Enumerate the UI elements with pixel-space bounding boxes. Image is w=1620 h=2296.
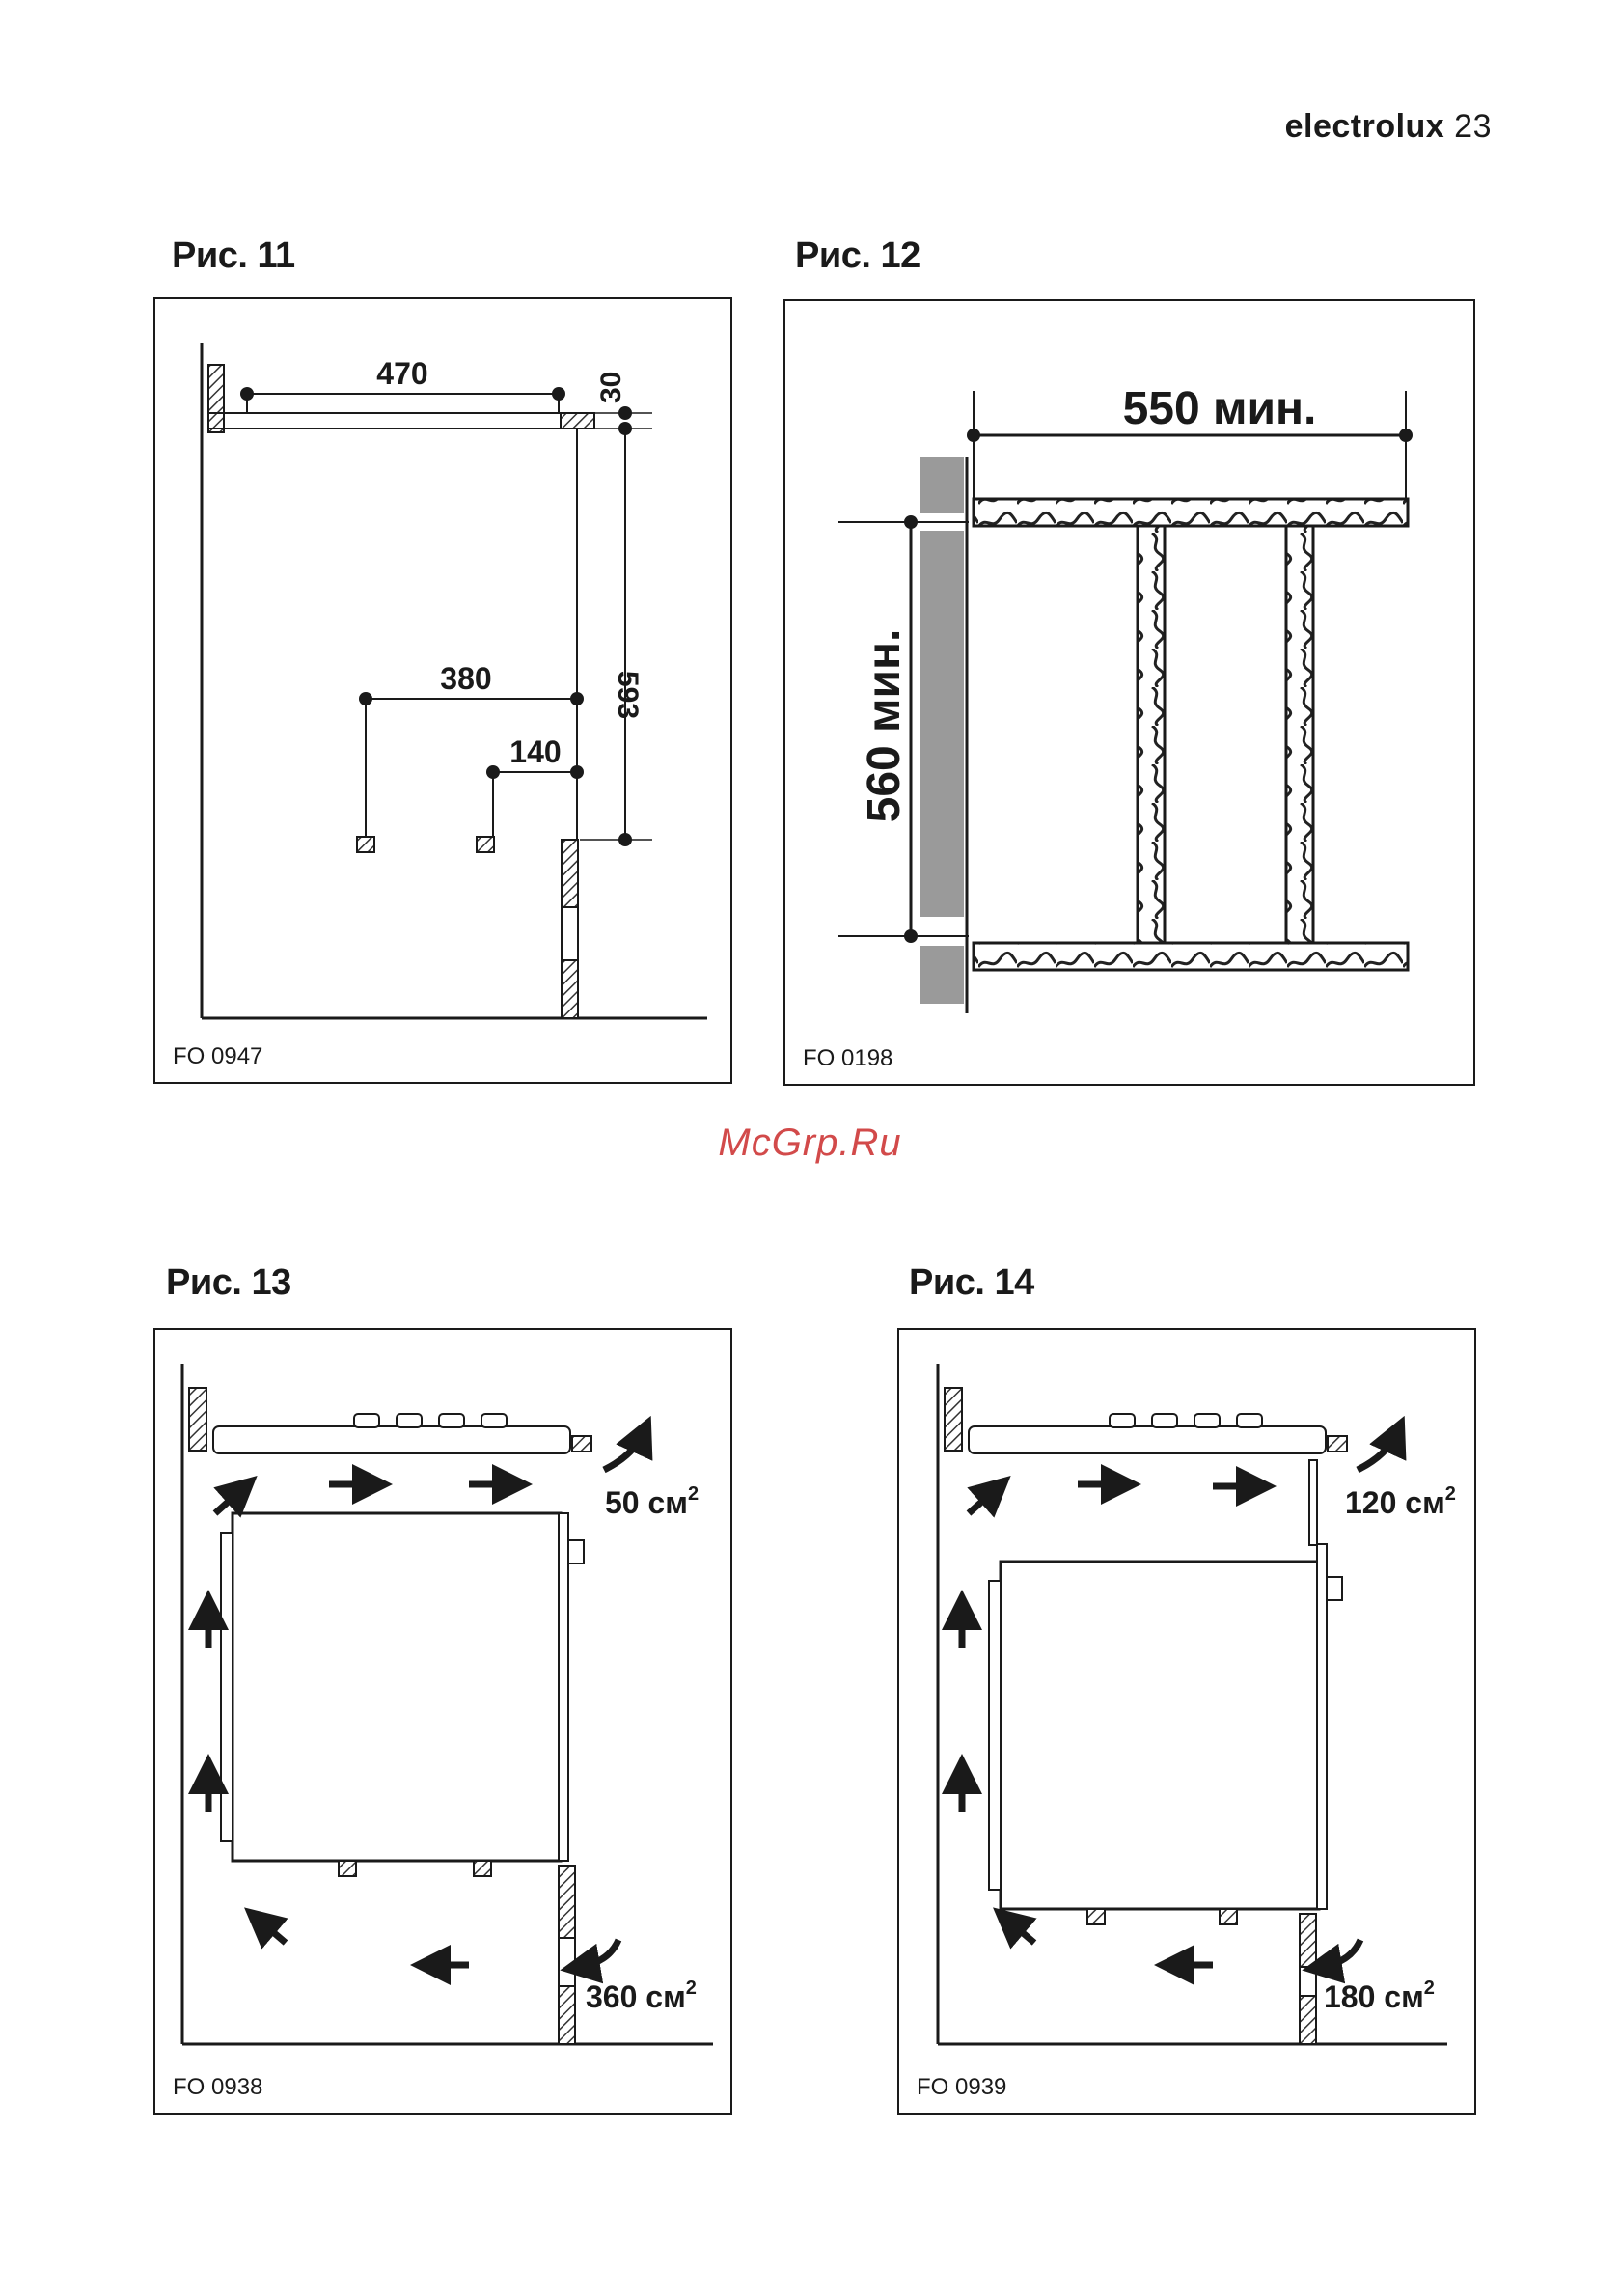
- wall-segment: [920, 946, 964, 1004]
- brand-name: electrolux: [1285, 108, 1445, 145]
- figure-13-title: Рис. 13: [166, 1262, 291, 1304]
- oven: [1001, 1562, 1319, 1909]
- watermark: McGrp.Ru: [0, 1121, 1620, 1165]
- vent-top-label: 120 см2: [1345, 1483, 1456, 1520]
- vent-bottom-label: 180 см2: [1324, 1978, 1435, 2014]
- dim-380-label: 380: [440, 661, 491, 696]
- figure-14-panel: 120 см2 180 см2 FO 0939: [897, 1328, 1476, 2115]
- wall-segment: [920, 457, 964, 513]
- top-board: [974, 499, 1408, 526]
- vent-bottom-label: 360 см2: [586, 1978, 697, 2014]
- worktop-outline: [208, 413, 594, 429]
- figure-13-code: FO 0938: [173, 2074, 262, 2101]
- bottom-board: [974, 943, 1408, 970]
- figure-12-panel: 550 мин. 560 мин. FO 0198: [783, 299, 1475, 1086]
- figure-11-title: Рис. 11: [172, 235, 295, 277]
- figure-12-code: FO 0198: [803, 1045, 892, 1072]
- oven: [233, 1513, 561, 1861]
- dim-560-label: 560 мин.: [859, 629, 910, 823]
- figure-11-code: FO 0947: [173, 1043, 262, 1070]
- figure-11-panel: 470 30 593 380 140 FO 0947: [153, 297, 732, 1084]
- dim-140-label: 140: [509, 734, 561, 769]
- hob: [213, 1426, 570, 1453]
- dim-593-label: 593: [612, 671, 644, 719]
- dim-470-label: 470: [376, 356, 427, 391]
- wall-segment: [920, 531, 964, 917]
- wall-bracket: [208, 365, 224, 432]
- figure-13-panel: 50 см2 360 см2 FO 0938: [153, 1328, 732, 2115]
- page-number: 23: [1454, 108, 1492, 145]
- worktop-edge: [561, 413, 594, 429]
- side-board: [1138, 526, 1165, 943]
- side-board: [1286, 526, 1313, 943]
- figure-12-title: Рис. 12: [795, 235, 920, 277]
- dim-30-label: 30: [595, 372, 627, 403]
- vent-top-label: 50 см2: [605, 1483, 699, 1520]
- figure-11-diagram: 470 30 593 380 140: [155, 299, 734, 1086]
- figure-14-diagram: 120 см2 180 см2: [899, 1330, 1478, 2116]
- figure-14-code: FO 0939: [917, 2074, 1006, 2101]
- hob: [969, 1426, 1326, 1453]
- page-header: electrolux 23: [1285, 108, 1492, 146]
- figure-13-diagram: 50 см2 360 см2: [155, 1330, 734, 2116]
- figure-12-diagram: 550 мин. 560 мин.: [785, 301, 1477, 1088]
- figure-14-title: Рис. 14: [909, 1262, 1034, 1304]
- dim-550-label: 550 мин.: [1123, 383, 1317, 434]
